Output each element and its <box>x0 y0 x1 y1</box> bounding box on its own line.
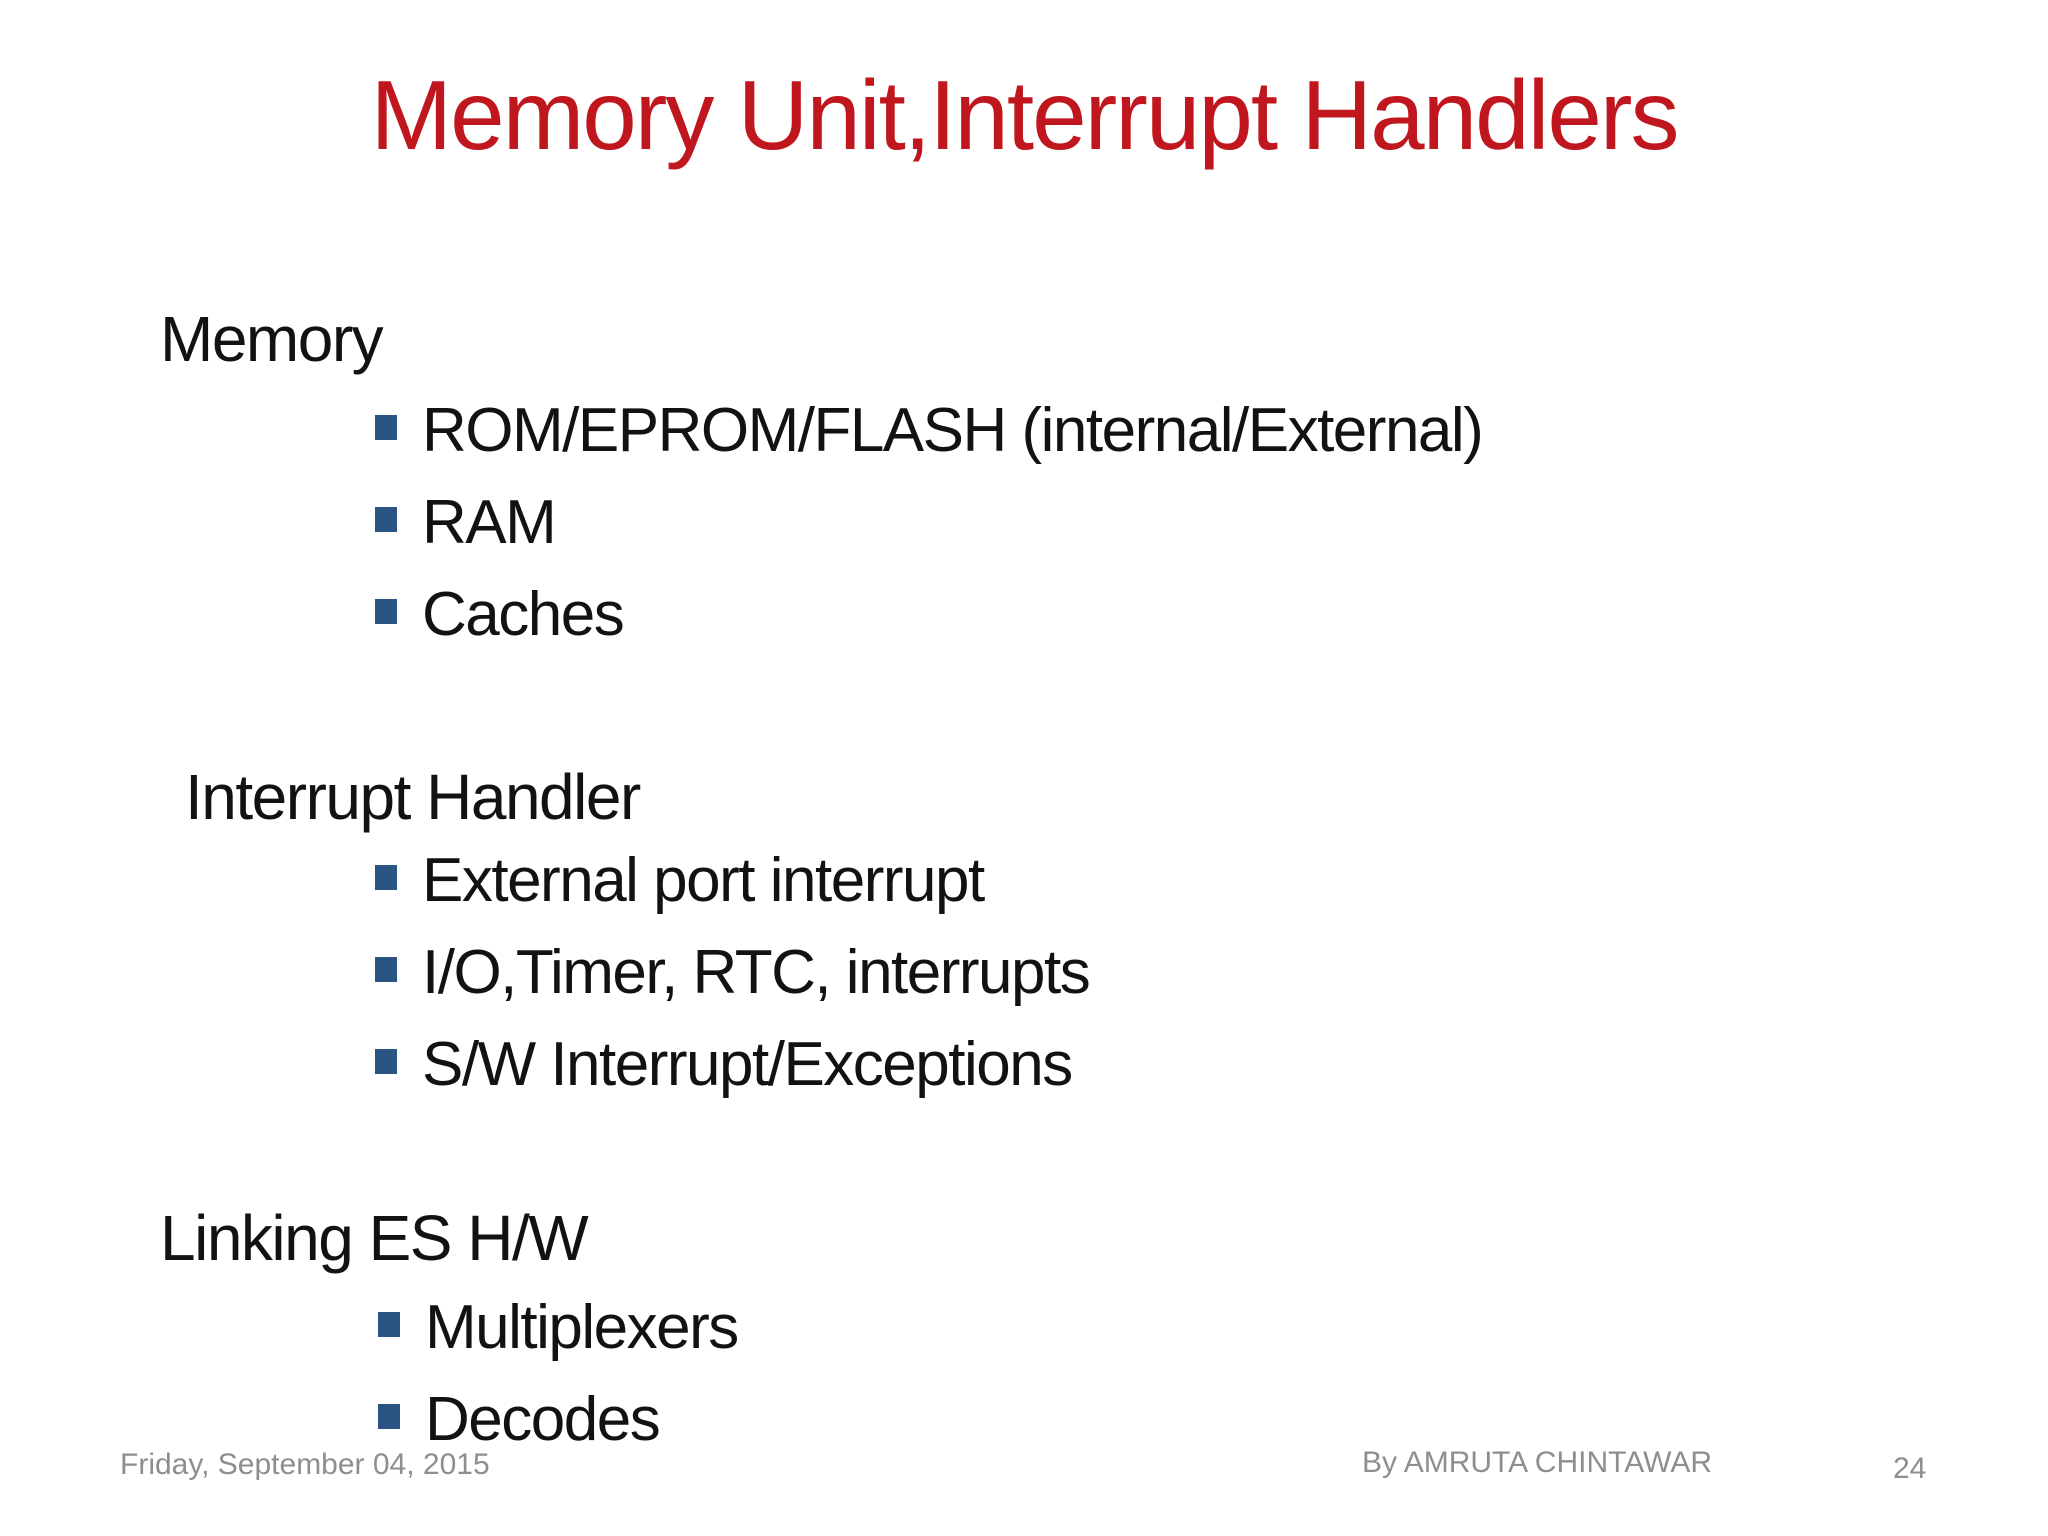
square-bullet-icon <box>375 864 397 890</box>
square-bullet-icon <box>375 598 397 624</box>
section-memory-bullet-list: ROM/EPROM/FLASH (internal/External) RAM … <box>375 384 1484 660</box>
section-interrupt-handler-bullet-list: External port interrupt I/O,Timer, RTC, … <box>375 834 1091 1110</box>
bullet-text: RAM <box>422 487 557 557</box>
list-item: Decodes <box>378 1373 738 1465</box>
bullet-text: S/W Interrupt/Exceptions <box>422 1029 1073 1099</box>
section-memory-heading: Memory <box>160 303 384 375</box>
slide-title: Memory Unit,Interrupt Handlers <box>370 60 1679 170</box>
list-item: ROM/EPROM/FLASH (internal/External) <box>375 384 1484 476</box>
square-bullet-icon <box>375 414 397 440</box>
bullet-text: Multiplexers <box>425 1292 739 1362</box>
bullet-text: External port interrupt <box>422 845 985 915</box>
list-item: S/W Interrupt/Exceptions <box>375 1018 1089 1110</box>
section-linking-es-hw-heading: Linking ES H/W <box>160 1202 589 1274</box>
section-linking-es-hw: Linking ES H/W Multiplexers Decodes <box>160 1199 739 1465</box>
list-item: I/O,Timer, RTC, interrupts <box>375 926 1091 1018</box>
square-bullet-icon <box>378 1311 400 1337</box>
list-item: External port interrupt <box>375 834 1089 926</box>
list-item: Multiplexers <box>378 1281 739 1373</box>
footer-date: Friday, September 04, 2015 <box>120 1448 490 1481</box>
square-bullet-icon <box>375 1048 397 1074</box>
square-bullet-icon <box>375 506 397 532</box>
section-memory: Memory ROM/EPROM/FLASH (internal/Externa… <box>160 300 1484 660</box>
list-item: Caches <box>375 568 1482 660</box>
list-item: RAM <box>375 476 1482 568</box>
section-interrupt-handler-heading: Interrupt Handler <box>185 761 641 833</box>
bullet-text: Decodes <box>425 1384 661 1454</box>
bullet-text: Caches <box>422 579 625 649</box>
footer-author: By AMRUTA CHINTAWAR <box>1362 1446 1713 1479</box>
bullet-text: I/O,Timer, RTC, interrupts <box>422 937 1091 1007</box>
bullet-text: ROM/EPROM/FLASH (internal/External) <box>422 395 1484 465</box>
section-linking-es-hw-bullet-list: Multiplexers Decodes <box>378 1281 739 1465</box>
square-bullet-icon <box>375 956 397 982</box>
page-number: 24 <box>1893 1452 1927 1485</box>
square-bullet-icon <box>378 1403 400 1429</box>
section-interrupt-handler: Interrupt Handler External port interrup… <box>185 758 1091 1110</box>
